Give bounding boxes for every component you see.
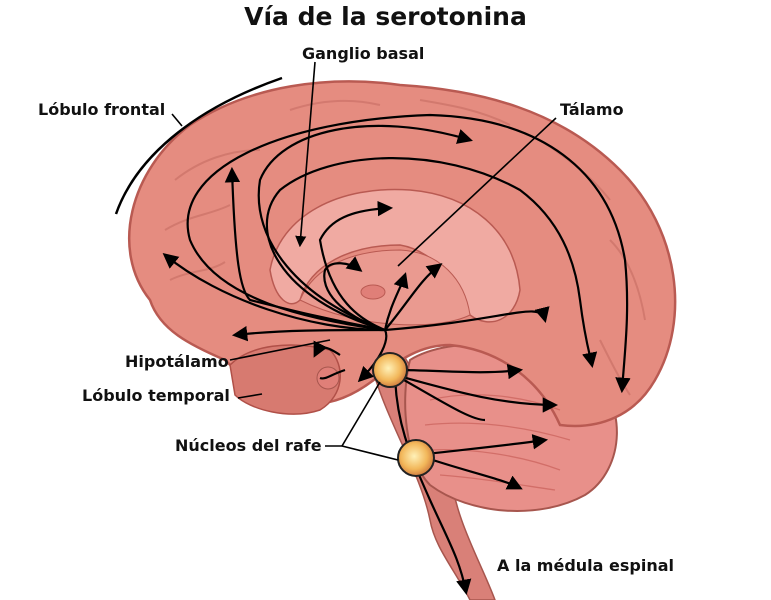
- frontal-bracket: [114, 76, 283, 215]
- cerebellum-folia: [424, 394, 571, 491]
- label-temporal-lobe: Lóbulo temporal: [82, 386, 230, 405]
- raphe-nucleus-upper: [372, 352, 408, 388]
- label-thalamus: Tálamo: [560, 100, 624, 119]
- pathway-arrows: [162, 113, 631, 596]
- thalamus-body: [360, 284, 386, 300]
- label-raphe-nuclei: Núcleos del rafe: [175, 436, 322, 455]
- label-spinal-cord: A la médula espinal: [497, 556, 675, 575]
- label-hypothalamus: Hipotálamo: [125, 352, 229, 371]
- raphe-nucleus-lower: [397, 439, 435, 477]
- label-frontal-lobe: Lóbulo frontal: [38, 100, 166, 119]
- inner-region: [269, 188, 521, 323]
- diagram-title: Vía de la serotonina: [244, 2, 527, 31]
- leader-lines: [114, 61, 557, 461]
- temporal-lobe: [229, 344, 341, 415]
- label-basal-ganglia: Ganglio basal: [302, 44, 425, 63]
